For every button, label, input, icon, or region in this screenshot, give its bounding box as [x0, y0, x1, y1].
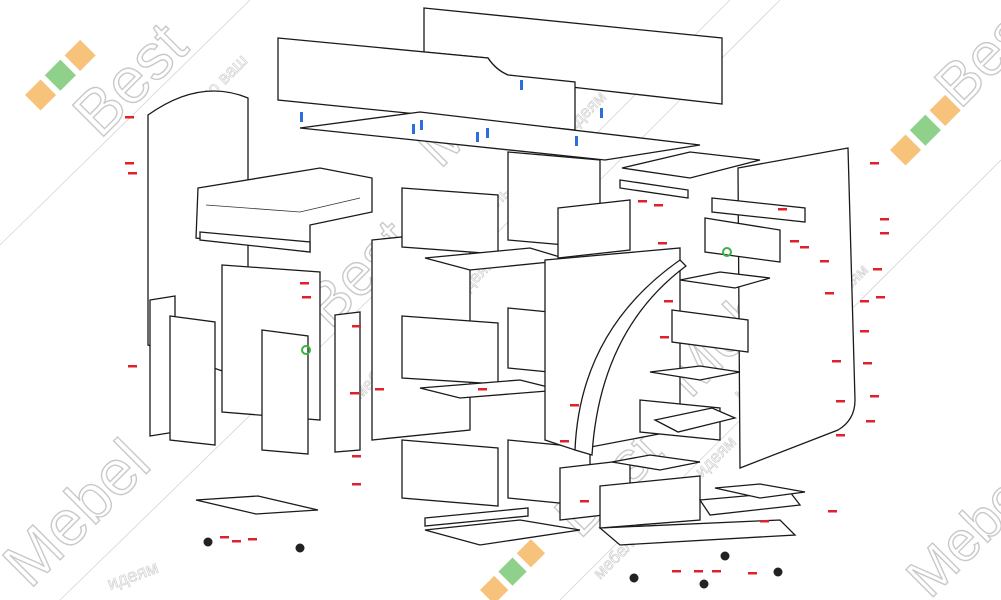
screw-mark — [778, 208, 787, 211]
screw-mark — [352, 455, 361, 458]
leg-knob-mark — [720, 551, 730, 561]
screw-mark — [125, 116, 134, 119]
dowel-mark — [300, 112, 303, 122]
hinge-mark — [722, 247, 732, 257]
bottom-drawer-right — [599, 475, 701, 529]
screw-mark — [352, 325, 361, 328]
screw-mark — [836, 434, 845, 437]
watermark-brand-word: Mebel — [894, 456, 1001, 600]
leg-knob-mark — [699, 579, 709, 589]
screw-mark — [570, 404, 579, 407]
screw-mark — [832, 360, 841, 363]
lower-rail-center — [424, 507, 529, 527]
center-drawer-top — [401, 187, 499, 255]
right-small-box — [653, 407, 738, 433]
leg-knob-mark — [295, 543, 305, 553]
screw-mark — [870, 162, 879, 165]
screw-mark — [128, 172, 137, 175]
parts-layer — [147, 7, 856, 546]
left-drawer-inner — [205, 197, 361, 213]
screw-mark — [300, 282, 309, 285]
center-drawer-mid — [401, 315, 499, 385]
screw-mark — [870, 395, 879, 398]
screw-mark — [350, 392, 359, 395]
screw-mark — [660, 336, 669, 339]
left-door — [169, 315, 216, 446]
curved-panel — [574, 259, 687, 456]
right-upper-rail — [711, 197, 806, 223]
screw-mark — [748, 572, 757, 575]
screw-mark — [825, 292, 834, 295]
screw-mark — [125, 162, 134, 165]
watermark-brand-word: Best — [922, 0, 1001, 119]
screw-mark — [694, 570, 703, 573]
screw-mark — [860, 300, 869, 303]
logo-mark — [480, 539, 546, 600]
dowel-mark — [412, 124, 415, 134]
screw-mark — [863, 362, 872, 365]
screw-mark — [860, 330, 869, 333]
screw-mark — [664, 300, 673, 303]
screw-mark — [128, 365, 137, 368]
left-door-2 — [261, 329, 309, 455]
screw-mark — [302, 296, 311, 299]
screw-mark — [375, 388, 384, 391]
bottom-shelf-right — [611, 454, 701, 471]
leg-knob-mark — [773, 567, 783, 577]
top-board — [299, 111, 701, 161]
bottom-board-right — [714, 483, 806, 499]
screw-mark — [800, 246, 809, 249]
leg-knob-mark — [629, 573, 639, 583]
screw-mark — [790, 240, 799, 243]
dowel-mark — [476, 132, 479, 142]
right-shelf-1 — [679, 271, 771, 289]
right-shelf-2 — [649, 365, 741, 381]
dowel-mark — [486, 128, 489, 138]
screw-mark — [712, 570, 721, 573]
top-left-back-panel — [277, 37, 576, 131]
screw-mark — [836, 400, 845, 403]
screw-mark — [658, 242, 667, 245]
lower-board-center — [424, 519, 581, 546]
screw-mark — [880, 232, 889, 235]
dowel-mark — [520, 80, 523, 90]
lower-left-board — [195, 495, 319, 515]
leg-knob-mark — [203, 537, 213, 547]
center-drawer-low — [401, 439, 499, 507]
screw-mark — [580, 500, 589, 503]
dowel-mark — [575, 136, 578, 146]
dowel-mark — [420, 120, 423, 130]
screw-mark — [232, 540, 241, 543]
screw-mark — [873, 268, 882, 271]
screw-mark — [760, 520, 769, 523]
screw-mark — [352, 483, 361, 486]
screw-mark — [876, 296, 885, 299]
right-top-board — [621, 151, 761, 179]
screw-mark — [828, 510, 837, 513]
right-drawer-2 — [671, 309, 749, 353]
dowel-mark — [600, 108, 603, 118]
lower-board-right — [598, 519, 797, 546]
left-drawer-bottom — [199, 231, 311, 253]
hardware-layer — [125, 80, 889, 589]
screw-mark — [866, 420, 875, 423]
watermark-tagline: идеям — [105, 557, 161, 594]
screw-mark — [672, 570, 681, 573]
screw-mark — [220, 536, 229, 539]
mid-right-panel — [557, 199, 631, 259]
logo-mark — [890, 94, 961, 166]
right-side-panel — [737, 147, 856, 469]
screw-mark — [638, 200, 647, 203]
screw-mark — [478, 388, 487, 391]
left-divider — [334, 311, 361, 453]
screw-mark — [880, 218, 889, 221]
screw-mark — [248, 538, 257, 541]
screw-mark — [560, 440, 569, 443]
right-top-rail — [619, 179, 689, 199]
screw-mark — [654, 204, 663, 207]
hinge-mark — [301, 345, 311, 355]
screw-mark — [820, 260, 829, 263]
